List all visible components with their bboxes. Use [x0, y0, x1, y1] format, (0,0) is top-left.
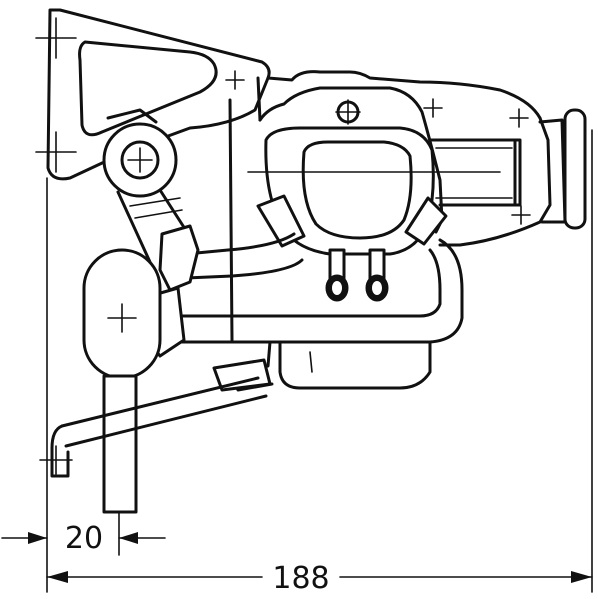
dimension-20-label: 20	[65, 521, 103, 556]
dimension-188: 188	[46, 561, 593, 596]
extension-lines	[46, 129, 593, 593]
exhaust-pipe	[146, 224, 464, 390]
arrow-right-icon	[571, 571, 592, 583]
dimension-20: 20	[1, 521, 166, 556]
arrow-left-icon	[47, 571, 68, 583]
arrow-right-icon	[28, 532, 47, 544]
lever-arm	[39, 340, 274, 478]
arrow-left-icon	[119, 532, 138, 544]
dimension-188-label: 188	[272, 561, 329, 596]
pivot-link	[102, 108, 198, 264]
cylinder-head	[247, 126, 501, 302]
end-flange	[538, 108, 587, 230]
triangular-bracket	[35, 8, 271, 181]
oval-tank	[82, 248, 162, 514]
